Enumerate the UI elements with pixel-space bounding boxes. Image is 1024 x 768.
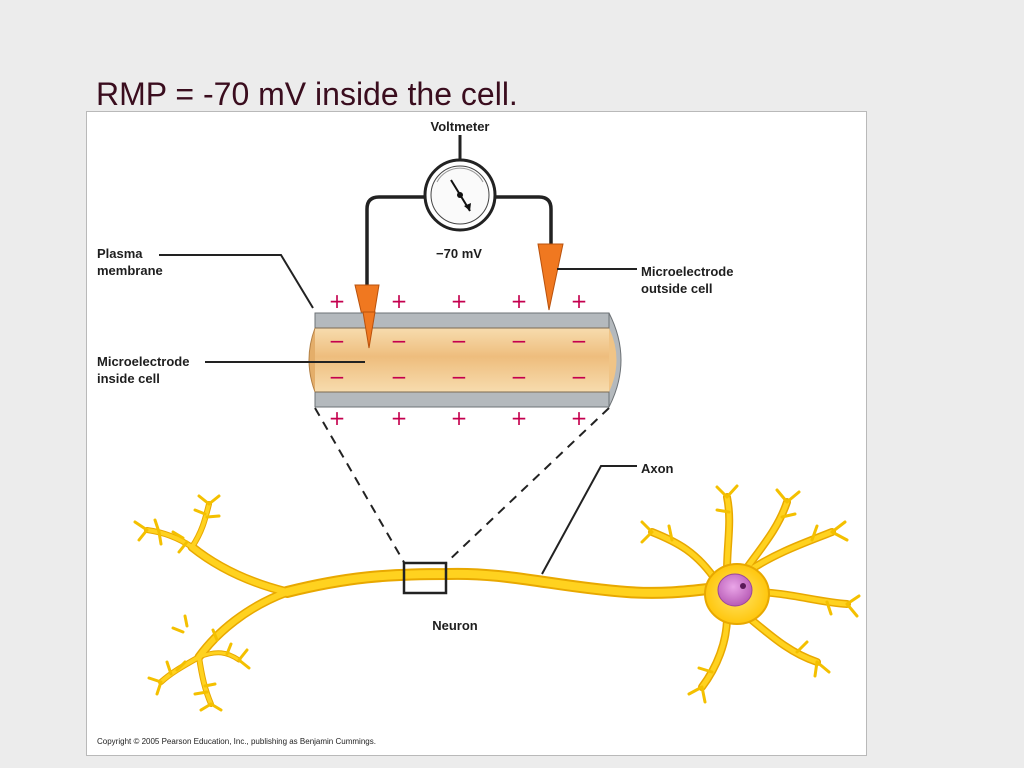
negative-charge: − bbox=[571, 329, 588, 353]
resting-potential-figure: Voltmeter −70 mV + + + + + + bbox=[86, 111, 867, 756]
voltmeter-wire-left bbox=[365, 195, 425, 287]
electrode-outside-label-1: Microelectrode bbox=[641, 264, 733, 279]
microelectrode-outside bbox=[537, 243, 564, 311]
negative-charge: − bbox=[391, 365, 408, 389]
electrode-inside-label-2: inside cell bbox=[97, 371, 160, 386]
figure-canvas: Voltmeter −70 mV + + + + + + bbox=[97, 119, 861, 746]
positive-charge: + bbox=[511, 289, 528, 313]
axon-leader bbox=[541, 465, 637, 575]
positive-charge: + bbox=[391, 289, 408, 313]
positive-charge: + bbox=[329, 406, 346, 430]
zoom-line-left bbox=[314, 407, 406, 565]
neuron-nucleus bbox=[717, 573, 753, 607]
zoom-box bbox=[402, 561, 448, 595]
negative-charges-bottom: −−−−− bbox=[329, 365, 588, 389]
negative-charge: − bbox=[511, 329, 528, 353]
neuron-nucleolus bbox=[740, 583, 746, 589]
neuron-label: Neuron bbox=[432, 618, 478, 633]
negative-charge: − bbox=[329, 365, 346, 389]
electrode-inside-label-1: Microelectrode bbox=[97, 354, 189, 369]
electrode-outside-label-2: outside cell bbox=[641, 281, 713, 296]
positive-charge: + bbox=[571, 289, 588, 313]
zoom-line-right bbox=[444, 407, 610, 565]
negative-charge: − bbox=[451, 365, 468, 389]
positive-charge: + bbox=[391, 406, 408, 430]
voltmeter-wire-right bbox=[495, 195, 553, 244]
voltmeter-label: Voltmeter bbox=[431, 119, 490, 134]
axon-cross-section bbox=[308, 312, 622, 408]
positive-charges-top: + + + + + bbox=[329, 289, 588, 313]
positive-charge: + bbox=[451, 406, 468, 430]
microelectrode-inside-tip bbox=[362, 311, 376, 349]
positive-charge: + bbox=[451, 289, 468, 313]
positive-charge: + bbox=[571, 406, 588, 430]
axon-label: Axon bbox=[641, 461, 674, 476]
negative-charge: − bbox=[571, 365, 588, 389]
positive-charges-bottom: + + + + + bbox=[329, 406, 588, 430]
plasma-membrane-label-1: Plasma bbox=[97, 246, 143, 261]
negative-charge: − bbox=[391, 329, 408, 353]
negative-charge: − bbox=[451, 329, 468, 353]
plasma-membrane-label-2: membrane bbox=[97, 263, 163, 278]
positive-charge: + bbox=[511, 406, 528, 430]
positive-charge: + bbox=[329, 289, 346, 313]
copyright-notice: Copyright © 2005 Pearson Education, Inc.… bbox=[97, 737, 376, 746]
neuron-illustration bbox=[133, 484, 861, 712]
slide-title: RMP = -70 mV inside the cell. bbox=[96, 76, 518, 112]
voltage-reading: −70 mV bbox=[436, 246, 482, 261]
voltmeter-dial bbox=[423, 158, 497, 232]
negative-charge: − bbox=[511, 365, 528, 389]
negative-charge: − bbox=[329, 329, 346, 353]
plasma-membrane-leader bbox=[159, 254, 314, 309]
negative-charges-top: −−−−− bbox=[329, 329, 588, 353]
